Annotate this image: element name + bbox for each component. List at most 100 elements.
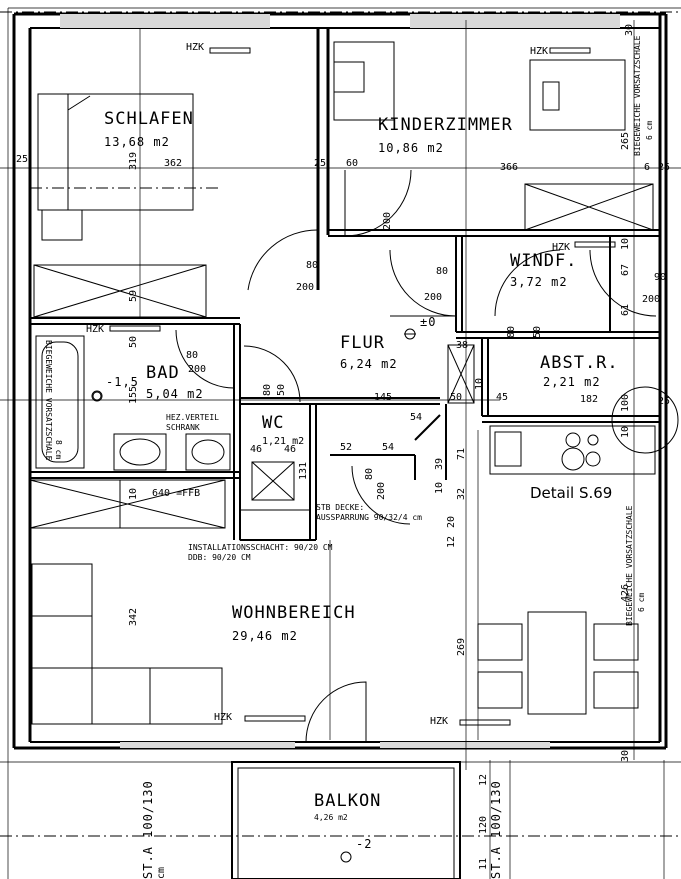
dim-67: 67 (620, 264, 631, 276)
dim-80c: 80 (186, 350, 198, 361)
hzk-label-wohn-right: HZK (430, 716, 448, 727)
hzk-label-windf: HZK (552, 242, 570, 253)
abst-shelf (447, 344, 475, 404)
windows (60, 14, 620, 748)
label-schacht: INSTALLATIONSSCHACHT: 90/20 CM (188, 543, 333, 552)
dim-100a: 100 (620, 394, 631, 412)
dim-366: 366 (500, 162, 518, 173)
hzk-label-schlafen: HZK (186, 42, 204, 53)
label-hezverteil: HEZ.VERTEIL (166, 413, 219, 422)
sofa (31, 563, 223, 725)
label-cm-left: cm (156, 867, 167, 879)
dim-200f: 200 (376, 482, 387, 500)
label-st-a-right: ST.A 100/130 (489, 780, 503, 879)
level-bad: -1,5 (106, 375, 139, 389)
room-area-balkon: 4,26 m2 (314, 813, 348, 822)
room-name-abstr: ABST.R. (540, 353, 619, 373)
dim-54a: 54 (410, 412, 422, 423)
dim-10b: 10 (474, 378, 485, 390)
dim-200b: 200 (296, 282, 314, 293)
label-vorsatz-left-cm: 8 cm (54, 440, 63, 459)
dim-12b: 12 (478, 774, 489, 786)
dim-120: 120 (478, 816, 489, 834)
dim-6: 6 (644, 162, 650, 173)
dim-32: 32 (456, 488, 467, 500)
dim-200e: 200 (188, 364, 206, 375)
dining-table (477, 611, 639, 715)
room-area-windf: 3,72 m2 (510, 275, 568, 289)
label-ddb: DDB: 90/20 CM (188, 553, 251, 562)
label-vorsatz-right-bot: BIEGEWEICHE VORSATZSCHALE (625, 505, 634, 626)
balcony (0, 761, 681, 879)
dim-10c: 10 (620, 426, 631, 438)
bed-kinderzimmer (333, 41, 654, 231)
dim-39: 39 (434, 458, 445, 470)
room-area-wohnbereich: 29,46 m2 (232, 629, 298, 643)
doors (175, 169, 679, 743)
room-area-schlafen: 13,68 m2 (104, 135, 170, 149)
dimension-lines (0, 20, 681, 879)
label-aussparung: AUSSPARRUNG 90/32/4 cm (316, 513, 422, 522)
label-detail: Detail S.69 (530, 484, 612, 502)
dim-25c: 25 (658, 162, 670, 173)
label-stb: STB DECKE: (316, 503, 364, 512)
room-name-schlafen: SCHLAFEN (104, 109, 194, 129)
dim-319: 319 (128, 152, 139, 170)
dim-145: 145 (374, 392, 392, 403)
dim-52: 52 (340, 442, 352, 453)
wardrobe-schlafen (33, 264, 207, 318)
dim-54b: 54 (382, 442, 394, 453)
dim-71: 71 (456, 448, 467, 460)
room-area-abstr: 2,21 m2 (543, 375, 601, 389)
label-schrank: SCHRANK (166, 423, 200, 432)
dim-38: 38 (456, 340, 468, 351)
hzk-label-bad: HZK (86, 324, 104, 335)
label-st-a-left: ST.A 100/130 (141, 780, 155, 879)
label-vorsatz-right-top: BIEGEWEICHE VORSATZSCHALE (633, 35, 642, 156)
dim-25b: 25 (314, 158, 326, 169)
dim-46b: 46 (284, 444, 296, 455)
dim-362: 362 (164, 158, 182, 169)
label-vorsatz-right-bot-cm: 6 cm (637, 593, 646, 612)
dim-200c: 200 (424, 292, 442, 303)
hzk-label-wohn-left: HZK (214, 712, 232, 723)
dim-342: 342 (128, 608, 139, 626)
dim-131: 131 (298, 462, 309, 480)
dim-10d: 10 (434, 482, 445, 494)
dim-60: 60 (346, 158, 358, 169)
dim-25d: 25 (658, 396, 670, 407)
room-labels: SCHLAFEN 13,68 m2 KINDERZIMMER 10,86 m2 … (104, 109, 619, 851)
dim-25a: 25 (16, 154, 28, 165)
bathtub (35, 335, 102, 469)
dim-80e: 80 (506, 326, 517, 338)
label-vorsatz-right-top-cm: 6 cm (645, 121, 654, 140)
dim-20: 20 (446, 516, 457, 528)
interior-walls (30, 28, 660, 541)
room-name-kinderzimmer: KINDERZIMMER (378, 115, 513, 135)
room-name-bad: BAD (146, 363, 180, 383)
room-name-balkon: BALKON (314, 791, 381, 811)
dim-12: 12 (446, 536, 457, 548)
dim-80a: 80 (306, 260, 318, 271)
dim-182: 182 (580, 394, 598, 405)
room-area-flur: 6,24 m2 (340, 357, 398, 371)
level-markers (91, 328, 416, 402)
dim-61: 61 (620, 304, 631, 316)
bed-schlafen (30, 93, 220, 241)
storage-cabinet (29, 479, 226, 529)
dim-30: 30 (624, 24, 635, 36)
toilet (239, 461, 311, 541)
dim-11: 11 (478, 858, 489, 870)
hzk-label-kinderzimmer: HZK (530, 46, 548, 57)
room-name-flur: FLUR (340, 333, 385, 353)
dim-50b: 50 (276, 384, 287, 396)
room-name-wc: WC (262, 413, 284, 433)
dim-30b: 30 (620, 750, 631, 762)
dim-59: 59 (128, 290, 139, 302)
level-balkon: -2 (356, 837, 372, 851)
dim-50c: 50 (532, 326, 543, 338)
dim-200d: 200 (642, 294, 660, 305)
room-area-wc: 1,21 m2 (262, 436, 304, 447)
label-ffb: 640 =FFB (152, 488, 200, 499)
